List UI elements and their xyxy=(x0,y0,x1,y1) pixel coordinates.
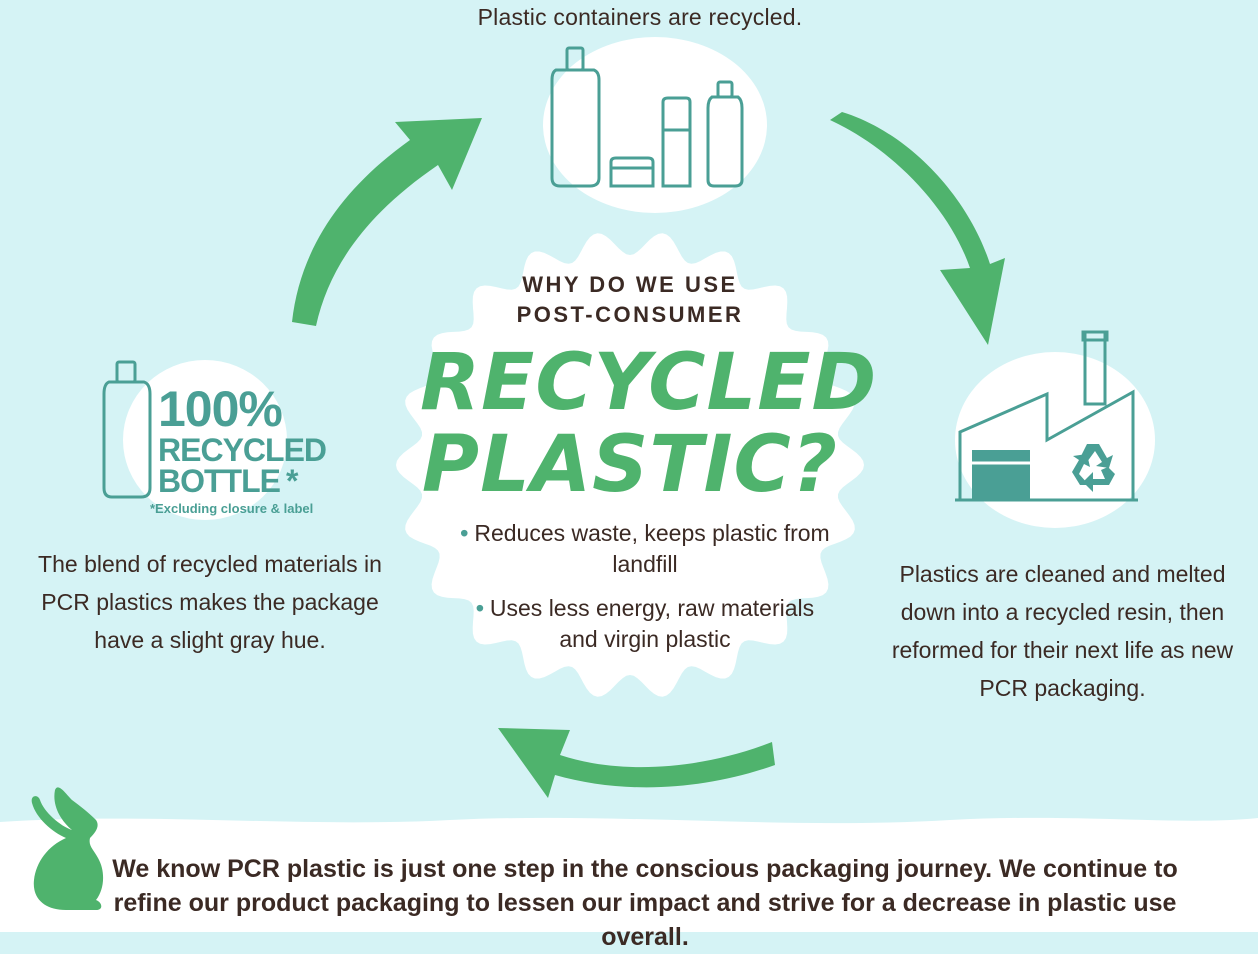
center-question-line2: POST-CONSUMER xyxy=(516,302,744,327)
center-question-line1: WHY DO WE USE xyxy=(522,272,738,297)
footer-text: We know PCR plastic is just one step in … xyxy=(112,855,1178,951)
step-top-text: Plastic containers are recycled. xyxy=(477,4,803,30)
bottle-icon xyxy=(102,360,152,499)
right-icon-blob xyxy=(955,352,1155,528)
badge-line1: 100% xyxy=(158,381,283,437)
bullet-text: Reduces waste, keeps plastic from landfi… xyxy=(474,520,830,577)
bunny-icon xyxy=(31,787,104,910)
recycle-icon xyxy=(1072,444,1115,492)
center-headline-line1: RECYCLED xyxy=(420,338,878,428)
bullet-dot: • xyxy=(460,520,469,546)
bullet-text: Uses less energy, raw materials and virg… xyxy=(489,595,815,652)
step-left-text: The blend of recycled materials in PCR p… xyxy=(38,551,382,653)
arrow-icon xyxy=(292,112,1005,798)
diagram-graphics xyxy=(0,37,1258,932)
center-headline-line2: PLASTIC? xyxy=(421,420,839,510)
footer-band xyxy=(0,817,1258,932)
bottles-icon xyxy=(550,46,744,188)
badge-line3: BOTTLE xyxy=(158,463,281,499)
badge-line2: RECYCLED xyxy=(158,432,327,468)
center-badge-shape xyxy=(396,233,864,697)
step-right-text: Plastics are cleaned and melted down int… xyxy=(891,561,1234,701)
badge-note: *Excluding closure & label xyxy=(150,501,314,516)
bullet-dot: • xyxy=(475,595,484,621)
bullet-item: •Uses less energy, raw materials and vir… xyxy=(460,593,830,655)
factory-icon xyxy=(955,330,1138,502)
badge-asterisk: * xyxy=(285,463,298,499)
left-icon-blob xyxy=(123,360,287,520)
bullet-item: •Reduces waste, keeps plastic from landf… xyxy=(460,518,830,580)
